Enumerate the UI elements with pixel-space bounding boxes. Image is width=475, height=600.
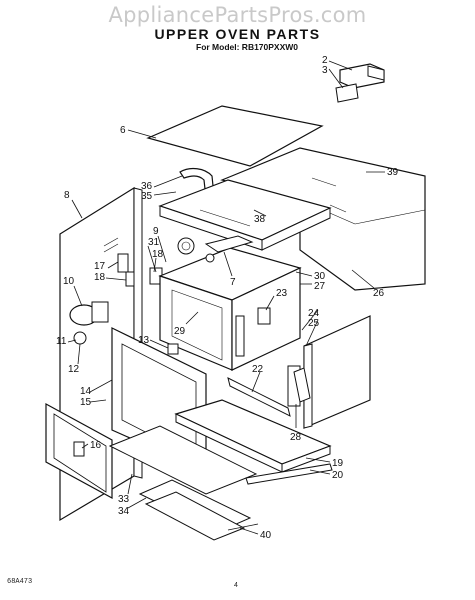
callout-14: 14 <box>80 386 92 397</box>
model-subtitle: For Model: RB170PXXW0 <box>196 42 299 52</box>
callout-23: 23 <box>276 288 288 299</box>
callout-36: 36 <box>141 181 153 192</box>
callout-labels: 2 3 6 8 39 36 35 38 9 31 18 17 18 10 30 … <box>56 55 399 541</box>
callout-13: 13 <box>138 335 150 346</box>
callout-9: 9 <box>153 226 159 237</box>
callout-27: 27 <box>314 281 326 292</box>
callout-19: 19 <box>332 458 344 469</box>
callout-38: 38 <box>254 214 266 225</box>
callout-3: 3 <box>322 65 328 76</box>
callout-28: 28 <box>290 432 302 443</box>
callout-15: 15 <box>80 397 92 408</box>
part-fan-motor[interactable] <box>69 301 109 345</box>
part-right-side-panel[interactable] <box>303 315 371 429</box>
callout-18b: 18 <box>94 272 106 283</box>
leader-lines <box>67 60 385 535</box>
part-clip-13[interactable] <box>167 343 179 355</box>
callout-18a: 18 <box>152 249 164 260</box>
callout-10: 10 <box>63 276 75 287</box>
part-bottom-rails[interactable] <box>108 425 259 541</box>
callout-26: 26 <box>373 288 385 299</box>
page-number: 4 <box>234 582 238 589</box>
callout-8: 8 <box>64 190 70 201</box>
callout-17: 17 <box>94 261 106 272</box>
part-bracket-16[interactable] <box>73 441 85 457</box>
callout-25: 25 <box>308 318 320 329</box>
callout-6: 6 <box>120 125 126 136</box>
callout-16: 16 <box>90 440 102 451</box>
part-bracket[interactable] <box>335 63 385 103</box>
callout-12: 12 <box>68 364 80 375</box>
callout-31: 31 <box>148 237 160 248</box>
part-top-panel[interactable] <box>146 105 324 167</box>
callout-35: 35 <box>141 191 153 202</box>
part-oven-cavity[interactable] <box>158 237 302 371</box>
part-side-rail[interactable] <box>245 463 333 485</box>
part-element-23[interactable] <box>257 307 271 325</box>
callout-29: 29 <box>174 326 186 337</box>
part-bottom-panel[interactable] <box>174 399 332 473</box>
callout-40: 40 <box>260 530 272 541</box>
part-hinge-bracket[interactable] <box>227 377 291 417</box>
part-bracket-18[interactable] <box>125 271 135 287</box>
callout-20: 20 <box>332 470 344 481</box>
callout-33: 33 <box>118 494 130 505</box>
callout-34: 34 <box>118 506 130 517</box>
callout-22: 22 <box>252 364 264 375</box>
part-support-rail[interactable] <box>204 235 254 253</box>
callout-7: 7 <box>230 277 236 288</box>
part-bracket-17[interactable] <box>117 253 129 273</box>
watermark: AppliancePartsPros.com <box>108 3 367 27</box>
page-title: UPPER OVEN PARTS <box>154 26 321 42</box>
callout-39: 39 <box>387 167 399 178</box>
callout-24: 24 <box>308 308 320 319</box>
callout-11: 11 <box>56 336 67 347</box>
callout-30: 30 <box>314 271 326 282</box>
part-latch[interactable] <box>287 365 311 407</box>
figure-code: 68A473 <box>7 578 33 586</box>
callout-2: 2 <box>322 55 328 66</box>
